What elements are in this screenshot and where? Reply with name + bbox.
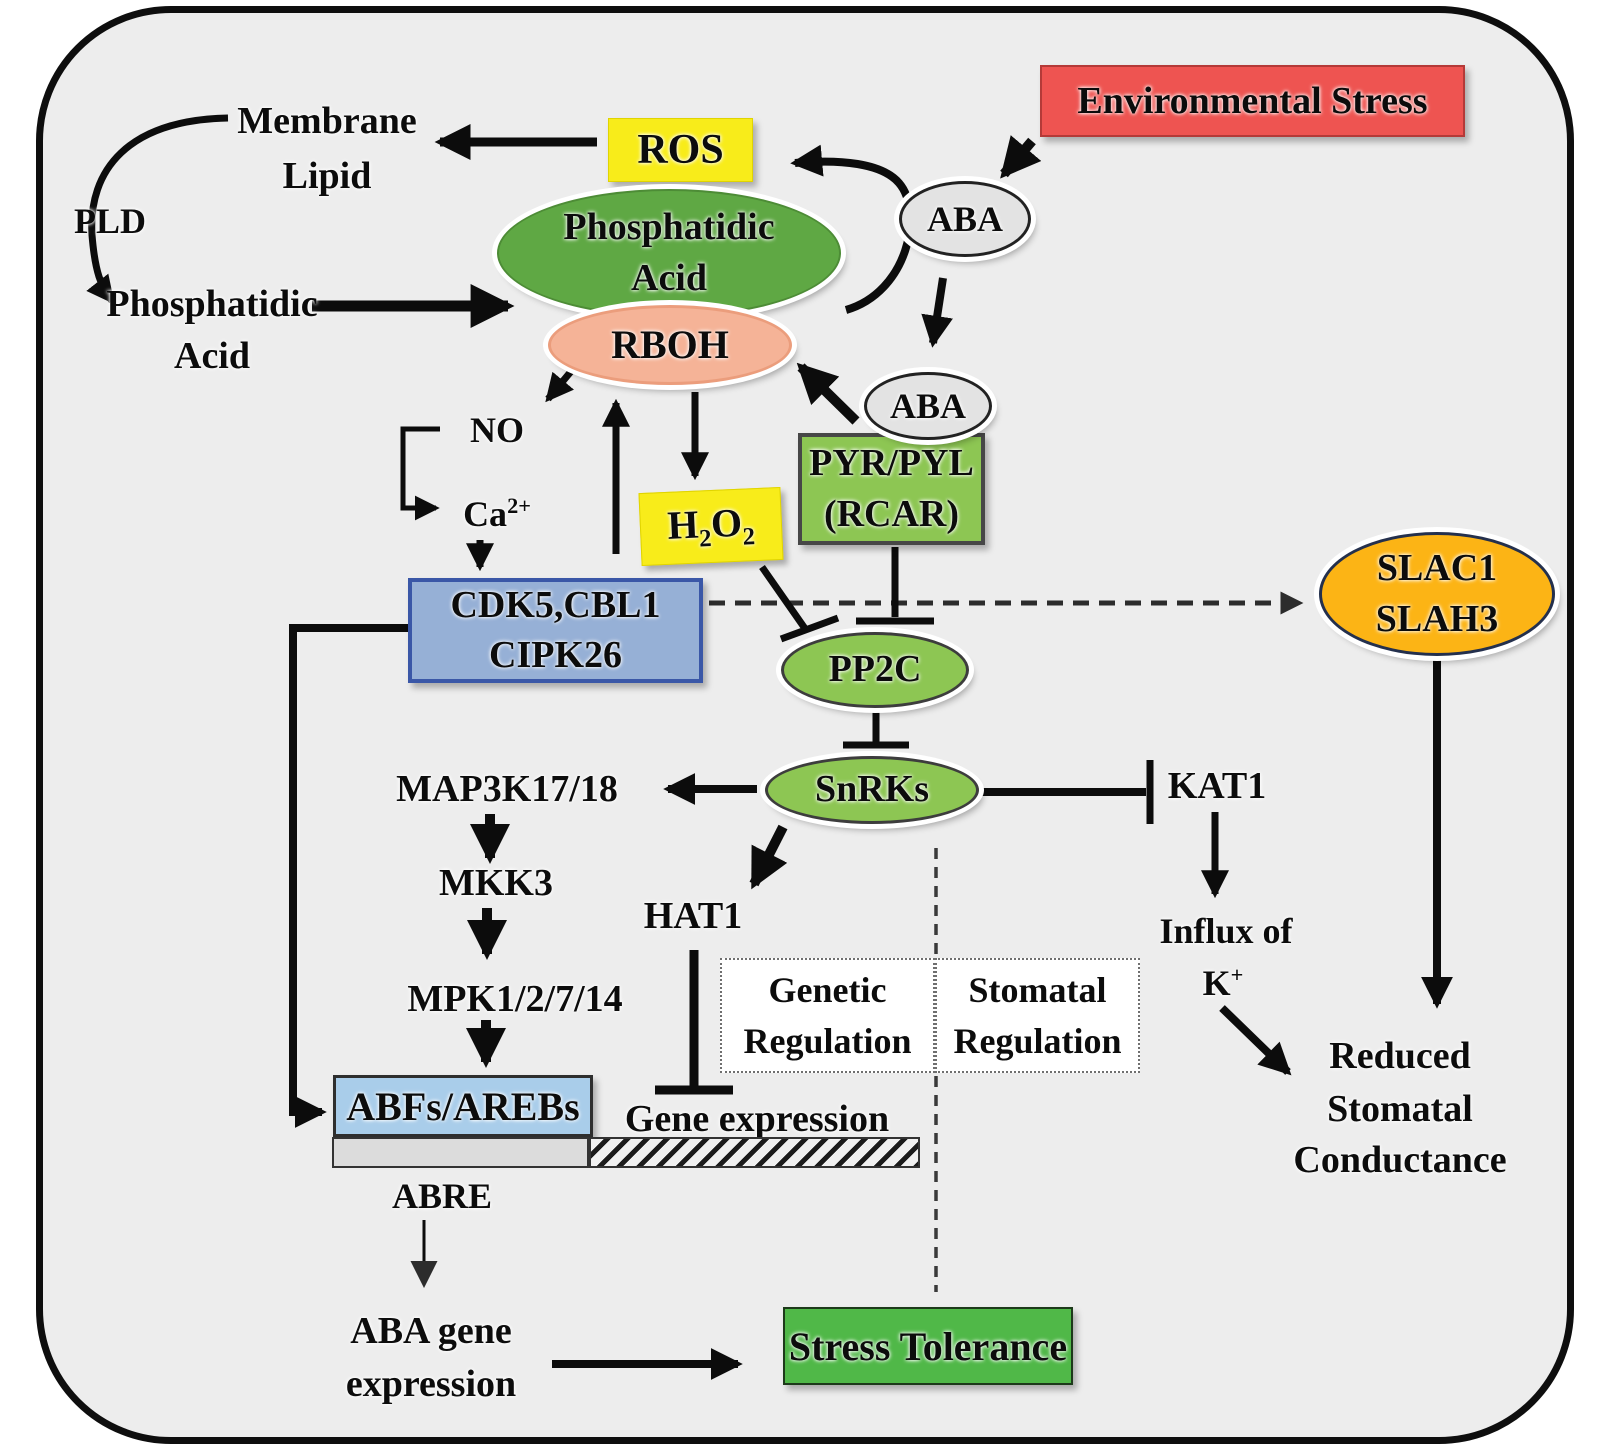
aba-gene-expression-line2: expression — [345, 1363, 517, 1405]
slac1-label: SLAC1 — [1376, 546, 1498, 589]
h2o2-label: H2O2 — [666, 499, 756, 553]
gene-bar-hatched — [589, 1137, 920, 1168]
cdk5-label-line2: CIPK26 — [489, 633, 622, 676]
ca-label: Ca2+ — [463, 493, 531, 534]
kat1-label: KAT1 — [1167, 765, 1267, 807]
membrane-lipid-label-line2: Lipid — [282, 155, 372, 197]
cdk5-cbl1-cipk26-node: CDK5,CBL1 CIPK26 — [408, 578, 703, 683]
aba-lower-node: ABA — [864, 372, 992, 440]
h2o2-node: H2O2 — [638, 486, 784, 567]
genetic-regulation-box: Genetic Regulation — [720, 958, 935, 1073]
pyr-pyl-node: PYR/PYL (RCAR) — [798, 433, 985, 545]
pyr-pyl-label-line2: (RCAR) — [823, 493, 960, 535]
pld-label: PLD — [74, 201, 146, 241]
snrks-label: SnRKs — [814, 768, 930, 811]
pyr-pyl-label-line1: PYR/PYL — [809, 441, 974, 484]
mpk-label: MPK1/2/7/14 — [407, 978, 623, 1020]
gene-expression-label: Gene expression — [624, 1098, 890, 1140]
aba-lower-label: ABA — [889, 385, 966, 426]
promoter-bar — [332, 1137, 589, 1168]
cdk5-label-line1: CDK5,CBL1 — [450, 584, 661, 627]
phosphatidic-acid-label-line1: Phosphatidic — [106, 283, 318, 325]
environmental-stress-node: Environmental Stress — [1040, 65, 1465, 137]
influx-k-label: K+ — [1202, 962, 1244, 1003]
phosphatidic-acid-node: Phosphatidic Acid — [497, 189, 841, 317]
no-label: NO — [470, 410, 524, 450]
slah3-label: SLAH3 — [1375, 598, 1499, 640]
genetic-regulation-line1: Genetic — [768, 970, 887, 1011]
snrks-node: SnRKs — [765, 756, 979, 824]
pp2c-node: PP2C — [781, 632, 969, 708]
slac1-slah3-node: SLAC1 SLAH3 — [1319, 532, 1555, 656]
phosphatidic-acid-label-line2: Acid — [174, 335, 250, 377]
stomatal-regulation-line1: Stomatal — [968, 970, 1107, 1011]
pa-ellipse-label-line1: Phosphatidic — [563, 205, 775, 248]
abre-label: ABRE — [391, 1176, 493, 1216]
genetic-regulation-line2: Regulation — [743, 1020, 912, 1061]
mkk3-label: MKK3 — [439, 862, 553, 904]
stress-tolerance-node: Stress Tolerance — [783, 1307, 1073, 1385]
abfs-arebs-node: ABFs/AREBs — [333, 1075, 593, 1137]
hat1-label: HAT1 — [643, 895, 743, 937]
influx-label-line1: Influx of — [1159, 911, 1293, 951]
pa-ellipse-label-line2: Acid — [631, 257, 707, 299]
stress-tolerance-label: Stress Tolerance — [788, 1323, 1068, 1369]
map3k-label: MAP3K17/18 — [396, 768, 618, 810]
ros-label: ROS — [637, 127, 724, 173]
stomatal-regulation-line2: Regulation — [953, 1020, 1122, 1061]
stomatal-regulation-box: Stomatal Regulation — [935, 958, 1140, 1073]
reduced-conductance-line1: Reduced — [1329, 1035, 1471, 1077]
abfs-arebs-label: ABFs/AREBs — [346, 1083, 580, 1129]
environmental-stress-label: Environmental Stress — [1077, 80, 1428, 122]
rboh-label: RBOH — [611, 322, 729, 367]
reduced-conductance-line2: Stomatal — [1327, 1088, 1473, 1130]
aba-gene-expression-line1: ABA gene — [350, 1310, 512, 1352]
ros-node: ROS — [608, 118, 753, 182]
rboh-node: RBOH — [548, 305, 792, 385]
reduced-conductance-line3: Conductance — [1293, 1139, 1507, 1181]
aba-upper-node: ABA — [899, 181, 1031, 257]
pp2c-label: PP2C — [828, 648, 922, 691]
membrane-lipid-label-line1: Membrane — [237, 100, 417, 142]
aba-upper-label: ABA — [926, 198, 1003, 239]
